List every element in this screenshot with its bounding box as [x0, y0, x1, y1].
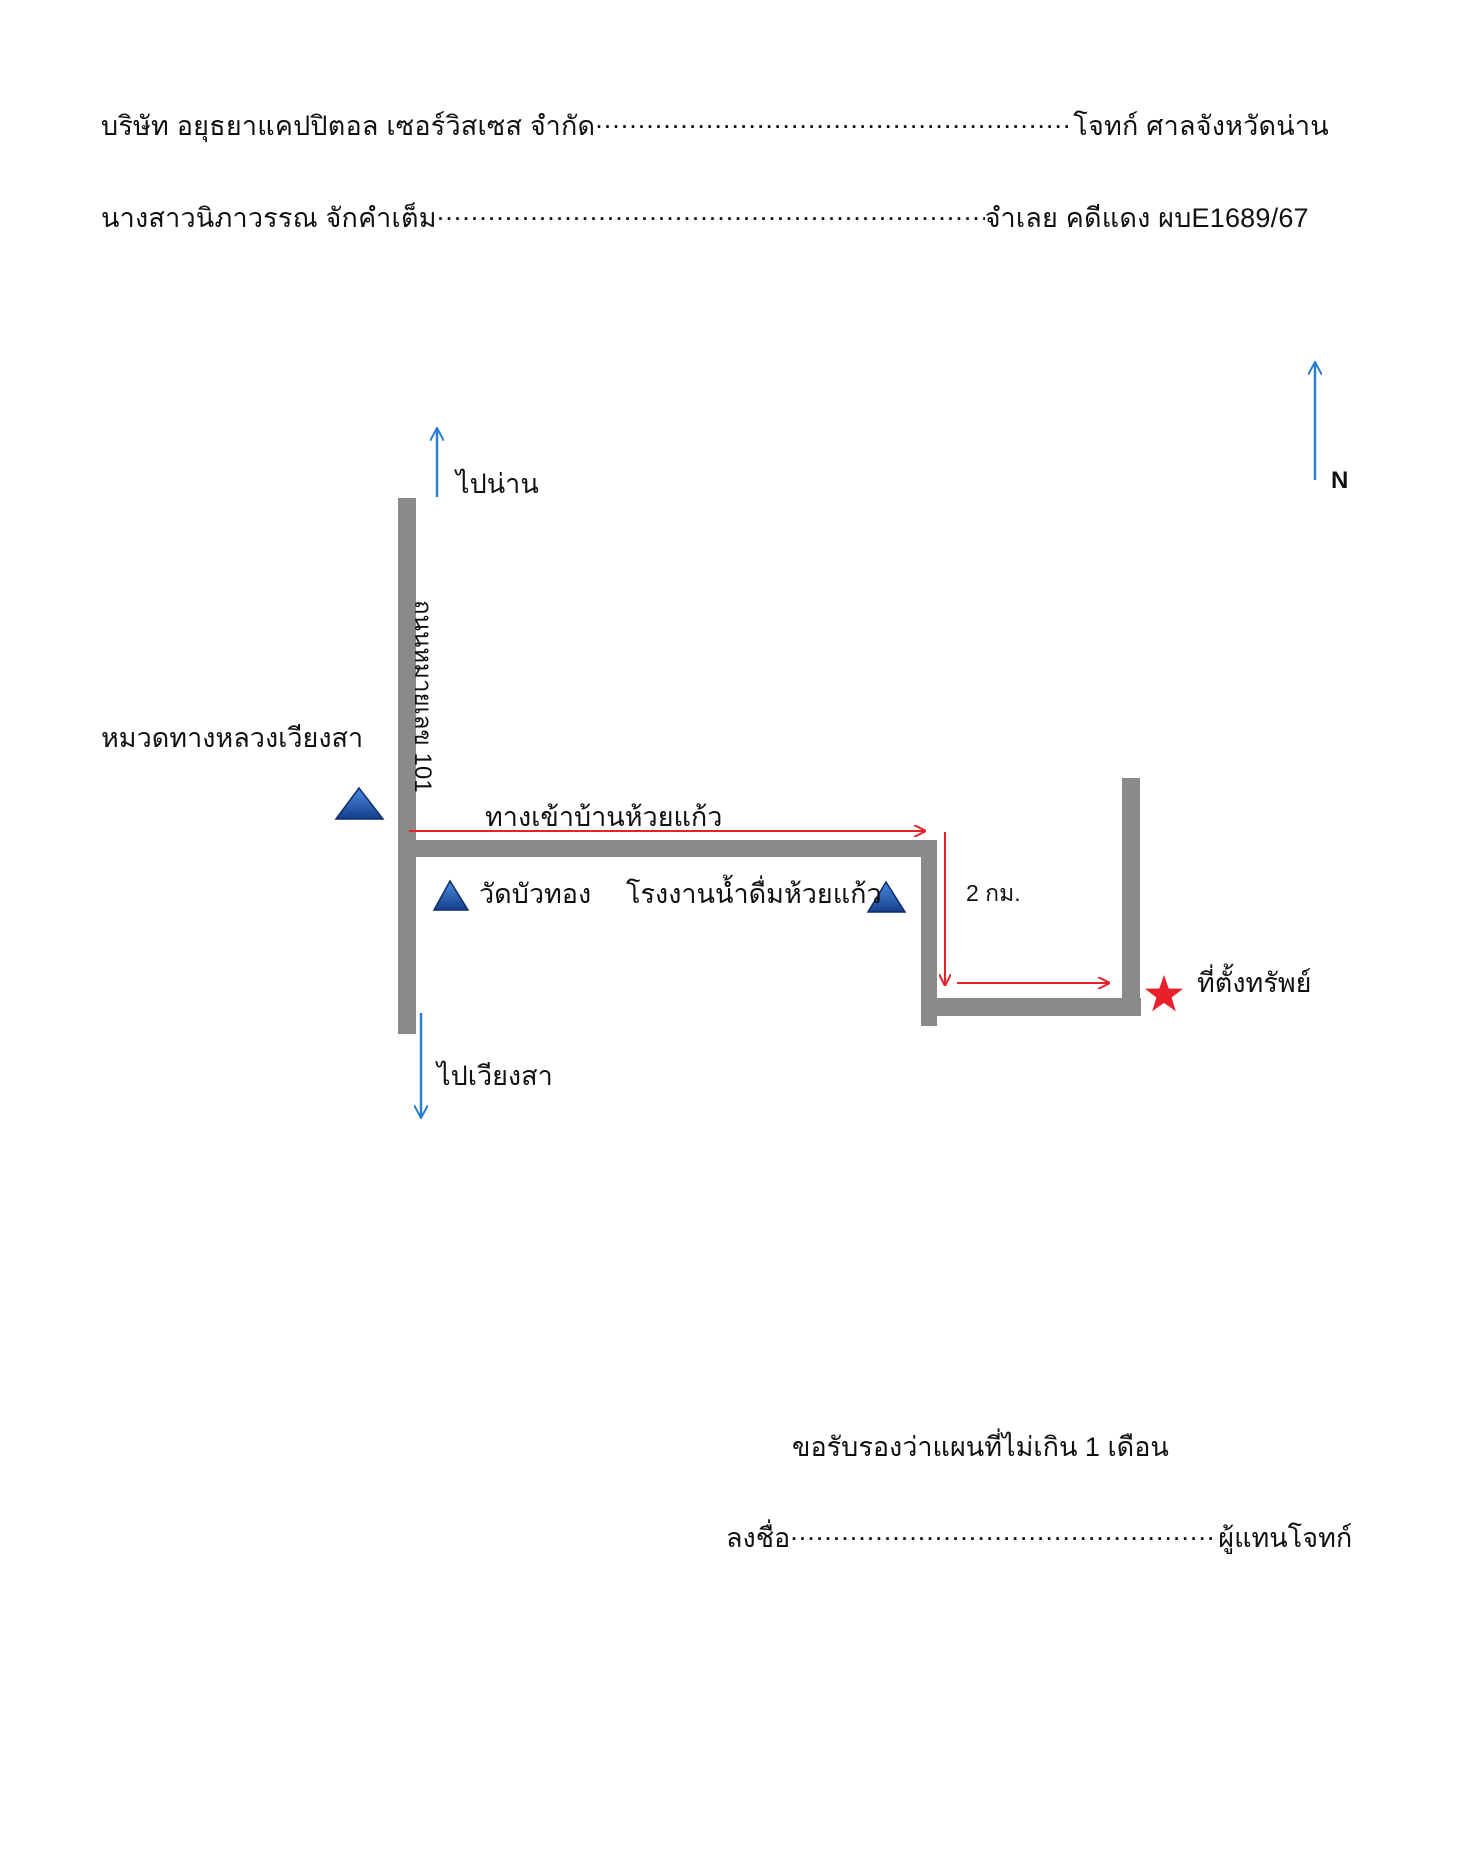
side-road-south	[921, 840, 937, 1026]
sign-prefix: ลงชื่อ	[726, 1523, 791, 1553]
dotted-leader: ........................................…	[595, 104, 1073, 134]
map-certification: ขอรับรองว่าแผนที่ไม่เกิน 1 เดือน	[792, 1432, 1169, 1462]
highway-101-label: ถนนหมายเลข 101	[409, 600, 436, 793]
huai-kaeo-entrance-road	[408, 840, 935, 857]
distance-label: 2 กม.	[966, 880, 1021, 906]
route-path	[409, 831, 1109, 985]
north-label: N	[1331, 467, 1349, 494]
huai-kaeo-water-factory-label: โรงงานน้ำดื่มห้วยแก้ว	[626, 879, 882, 909]
defendant-name: นางสาวนิภาวรรณ จักคำเต็ม	[101, 203, 437, 233]
side-road-north	[1122, 778, 1140, 1016]
defendant-role: จำเลย คดีแดง ผบE1689/67	[984, 203, 1309, 233]
to-nan-label: ไปน่าน	[456, 469, 539, 499]
signature-dotted-field: ........................................…	[790, 1516, 1219, 1546]
plaintiff-role: โจทก์ ศาลจังหวัดน่าน	[1073, 111, 1329, 141]
wat-bua-thong-label: วัดบัวทอง	[479, 879, 592, 909]
roads	[398, 498, 1141, 1034]
property-location-label: ที่ตั้งทรัพย์	[1197, 968, 1312, 998]
signature-line: ลงชื่อ..................................…	[726, 1516, 1352, 1559]
highway-district-label: หมวดทางหลวงเวียงสา	[101, 723, 364, 753]
landmark-triangle-icon	[866, 880, 907, 913]
sign-role: ผู้แทนโจทก์	[1218, 1523, 1353, 1553]
to-wiangsa-label: ไปเวียงสา	[437, 1061, 553, 1091]
plaintiff-name: บริษัท อยุธยาแคปปิตอล เซอร์วิสเซส จำกัด	[101, 111, 596, 141]
side-road-east	[921, 998, 1141, 1016]
defendant-line: นางสาวนิภาวรรณ จักคำเต็ม................…	[101, 196, 1309, 239]
landmark-triangle-icon	[334, 786, 385, 820]
landmark-triangle-icon	[432, 879, 470, 911]
dotted-leader: ........................................…	[436, 196, 985, 226]
huai-kaeo-entrance-label: ทางเข้าบ้านห้วยแก้ว	[485, 802, 723, 832]
plaintiff-line: บริษัท อยุธยาแคปปิตอล เซอร์วิสเซส จำกัด.…	[101, 104, 1329, 147]
highway-101-road	[398, 498, 416, 1034]
property-star-icon	[1145, 975, 1183, 1012]
